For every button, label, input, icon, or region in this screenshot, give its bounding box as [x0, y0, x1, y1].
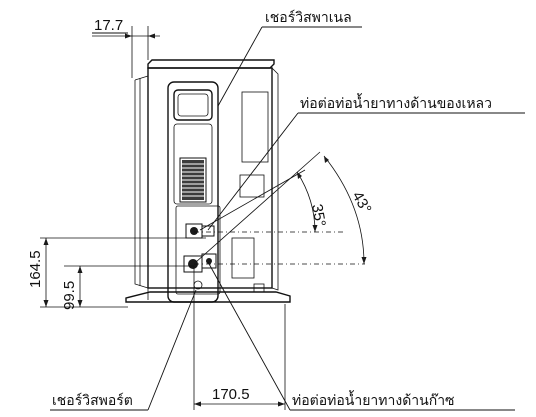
dim-99-5: 99.5: [61, 281, 78, 310]
angle-indicators: 35° 43°: [194, 151, 375, 265]
vent-grille: [179, 157, 207, 203]
handle-recess: [173, 89, 213, 121]
top-cap: [147, 59, 275, 69]
side-window-mid: [239, 174, 265, 198]
dim-164-5: 164.5: [27, 250, 44, 288]
dim-170-5: 170.5: [212, 386, 250, 403]
angle-35: 35°: [308, 203, 329, 228]
label-port-screw: เชอร์วิสพอร์ต: [52, 392, 133, 409]
label-panel-screw-group: เชอร์วิสพาเนล: [217, 9, 362, 107]
label-liquid-pipe-group: ท่อต่อท่อน้ำยาทางด้านของเหลว: [207, 93, 525, 231]
label-port-screw-group: เชอร์วิสพอร์ต: [50, 289, 197, 411]
side-panel: [271, 67, 279, 291]
fan-guard: [134, 75, 149, 289]
liquid-valve: [185, 223, 215, 239]
side-window-bottom: [231, 237, 255, 279]
unit-body: [125, 59, 291, 303]
side-window-top: [241, 91, 269, 163]
dimension-top: 17.7: [92, 17, 160, 78]
dim-17-7: 17.7: [94, 17, 123, 34]
dimension-left: 164.5 99.5: [27, 237, 206, 310]
label-gas-pipe: ท่อต่อท่อน้ำยาทางด้านก๊าซ: [292, 390, 455, 409]
label-panel-screw: เชอร์วิสพาเนล: [265, 9, 352, 26]
dimension-bottom: 170.5: [193, 266, 286, 410]
valve-plate: [175, 205, 221, 295]
label-liquid-pipe: ท่อต่อท่อน้ำยาทางด้านของเหลว: [300, 93, 492, 112]
label-gas-pipe-group: ท่อต่อท่อน้ำยาทางด้านก๊าซ: [207, 261, 515, 411]
gas-valve: [183, 253, 217, 273]
angle-43: 43°: [349, 189, 375, 217]
base-plate: [125, 291, 291, 303]
